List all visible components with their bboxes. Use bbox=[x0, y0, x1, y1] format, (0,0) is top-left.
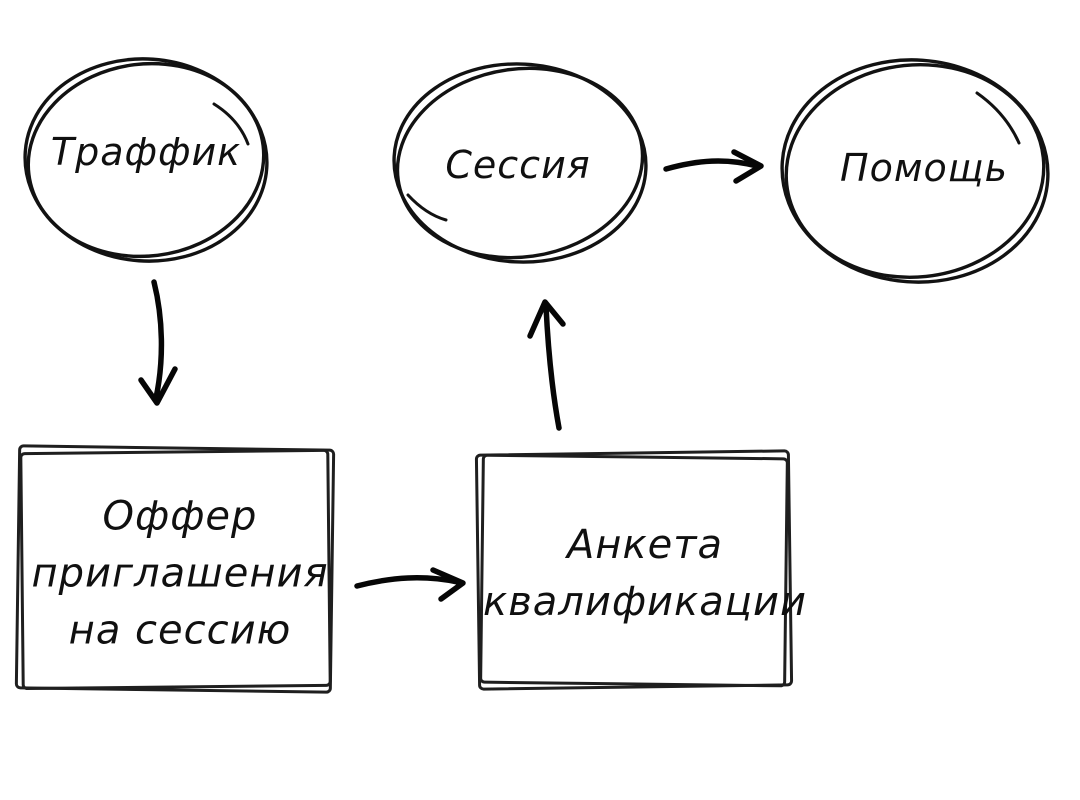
qualification-label-line-1: Анкета bbox=[566, 522, 724, 568]
help-node-label: Помощь bbox=[840, 146, 1008, 190]
qualification-label-line-2: квалификации bbox=[483, 579, 807, 625]
arrow-qualification-to-session bbox=[527, 299, 566, 431]
offer-label-line-3: на сессию bbox=[68, 607, 292, 654]
help-stray-stroke bbox=[975, 91, 1021, 145]
arrow-session-to-help bbox=[663, 149, 764, 184]
arrowhead-right-icon bbox=[731, 149, 764, 184]
arrowhead-right-icon bbox=[430, 567, 466, 602]
help-ellipse-shape bbox=[780, 58, 1050, 284]
arrowhead-down-icon bbox=[138, 366, 178, 406]
arrow-traffic-to-offer bbox=[138, 279, 178, 406]
offer-node-label: Оффер приглашения на сессию bbox=[31, 489, 328, 660]
arrowhead-up-icon bbox=[527, 299, 566, 339]
session-node-label: Сессия bbox=[445, 143, 591, 187]
arrow-offer-to-qualification bbox=[354, 567, 466, 602]
session-stray-stroke bbox=[406, 193, 448, 222]
offer-label-line-2: приглашения bbox=[31, 550, 329, 597]
traffic-node-label: Траффик bbox=[50, 130, 242, 174]
offer-label-line-1: Оффер bbox=[102, 493, 258, 540]
traffic-stray-stroke bbox=[212, 102, 250, 146]
qualification-rect-shape bbox=[474, 449, 794, 691]
qualification-node-label: Анкета квалификации bbox=[483, 517, 807, 631]
offer-rect-shape bbox=[14, 444, 336, 694]
